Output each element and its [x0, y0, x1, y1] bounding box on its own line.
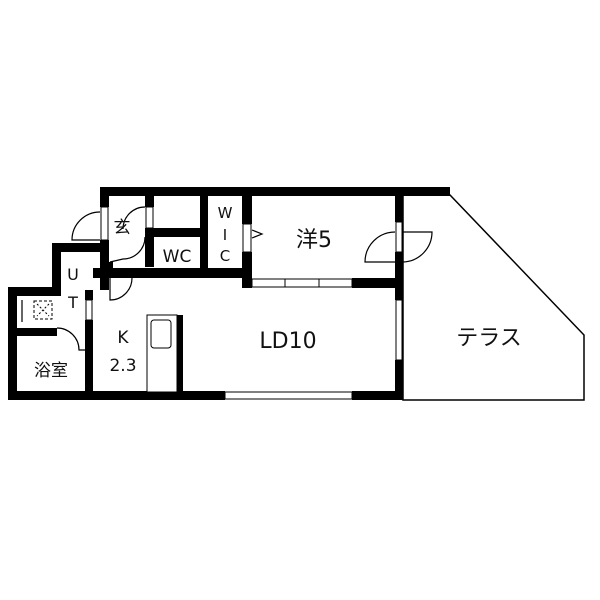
living-dining-label: LD10 [259, 329, 316, 354]
wic-label-w: W [218, 204, 233, 222]
utility-label-u: U [67, 265, 79, 284]
kitchen-counter [146, 314, 178, 393]
windows [85, 206, 403, 400]
wic-label-i: I [223, 226, 227, 244]
kitchen-size-label: 2.3 [109, 356, 136, 376]
terrace-label: テラス [456, 326, 522, 351]
kitchen-label: K [117, 328, 129, 348]
utility-label-t: T [67, 293, 78, 312]
washing-machine-cross [36, 303, 50, 317]
door-swings [21, 206, 433, 351]
terrace-outline [402, 194, 585, 401]
walls [8, 187, 450, 400]
entrance-label: 玄 [114, 218, 131, 238]
washing-machine-icon [33, 300, 53, 320]
western-room-label: 洋5 [296, 228, 332, 253]
wc-label: WC [163, 247, 192, 267]
sink-icon [150, 319, 172, 349]
wic-label-c: C [220, 247, 230, 265]
bathroom-label: 浴室 [34, 361, 68, 381]
